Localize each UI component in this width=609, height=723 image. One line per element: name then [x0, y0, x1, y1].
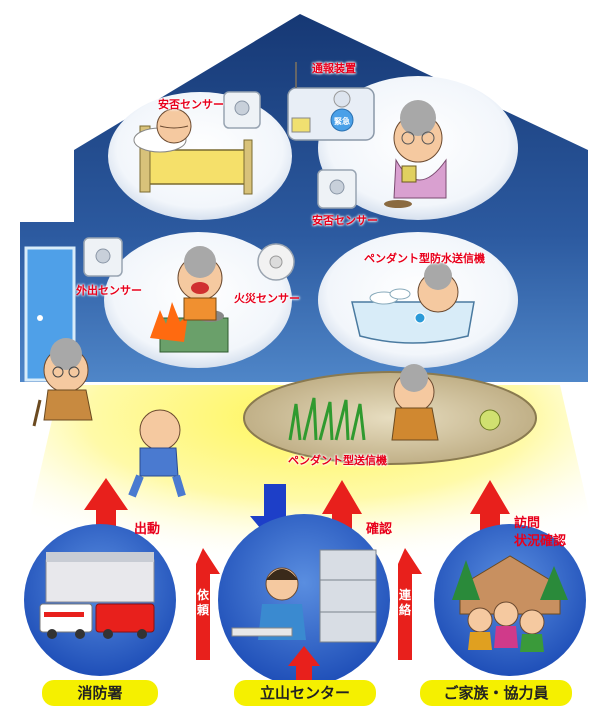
label-visit-1: 訪問 [514, 512, 540, 531]
label-notification-device: 通報装置 [312, 60, 356, 76]
emergency-button-label: 緊急 [334, 116, 350, 126]
node-center: 立山センター [234, 680, 376, 706]
label-contact: 連絡 [398, 588, 412, 618]
label-safety-sensor-1: 安否センサー [158, 96, 224, 112]
node-fire-station: 消防署 [42, 680, 158, 706]
label-visit-2: 状況確認 [514, 530, 566, 549]
label-pendant: ペンダント型送信機 [288, 452, 387, 468]
label-fire-sensor: 火災センサー [234, 290, 300, 306]
label-confirm: 確認 [366, 518, 392, 537]
label-safety-sensor-2: 安否センサー [312, 212, 378, 228]
door-knob [37, 315, 43, 321]
node-family: ご家族・協力員 [420, 680, 572, 706]
label-dispatch: 出動 [134, 518, 160, 537]
label-exit-sensor: 外出センサー [76, 282, 142, 298]
label-request: 依頼 [196, 588, 210, 618]
fire-station-scene [40, 552, 154, 639]
label-pendant-waterproof: ペンダント型防水送信機 [364, 250, 485, 266]
